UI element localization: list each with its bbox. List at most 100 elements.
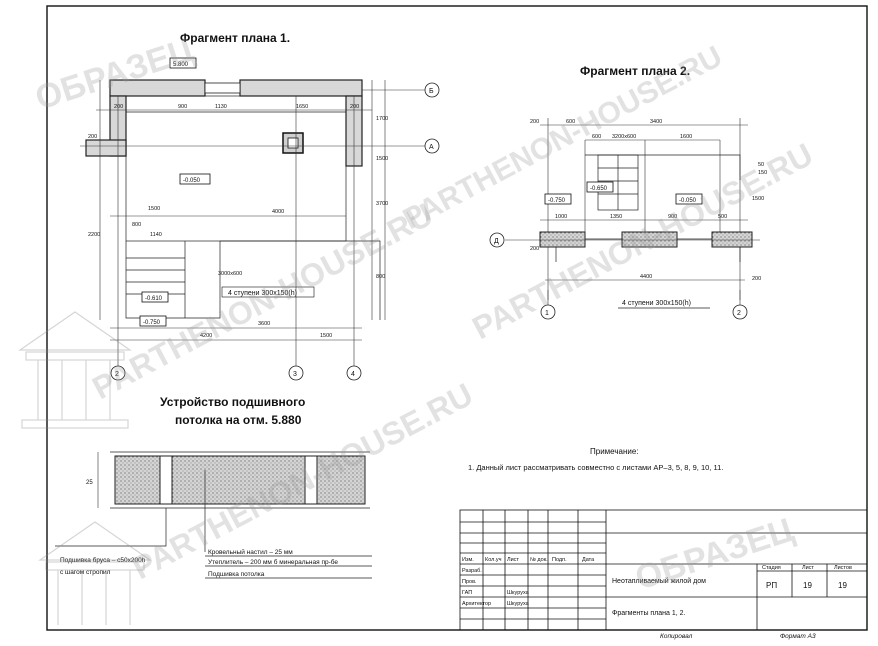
plan2-axis-2-label: 2 bbox=[737, 310, 741, 317]
plan1-dim-bottom-3: 1500 bbox=[320, 333, 332, 339]
plan1-axis-b bbox=[424, 82, 440, 98]
stamp-name-4: Шкуруха bbox=[507, 601, 530, 607]
plan2-dim-span: 4400 bbox=[640, 274, 652, 280]
plan1-wall-top-right bbox=[239, 79, 363, 97]
plan1-stair-note-box bbox=[221, 286, 315, 298]
plan1-dim-right-3: 3700 bbox=[376, 201, 388, 207]
stamp-head-koluch: Кол.уч bbox=[485, 557, 502, 563]
plan2-dim-mid-4: 500 bbox=[718, 214, 727, 220]
plan2-dim-second-1: 600 bbox=[592, 134, 601, 140]
plan1-level-mid: -0.050 bbox=[183, 178, 201, 184]
plan2-dim-side-2: 200 bbox=[752, 276, 761, 282]
plan2-axis-1 bbox=[540, 304, 556, 320]
plan2-dim-top-1: 200 bbox=[530, 119, 539, 125]
plan1-level-top-box bbox=[169, 57, 197, 69]
stamp-sheet: 19 bbox=[803, 581, 812, 590]
title-block: Изм. Кол.уч Лист № док. Подп. Дата Разра… bbox=[459, 509, 868, 631]
plan1-column-core bbox=[287, 137, 299, 149]
plan2-level-b-box bbox=[586, 181, 614, 193]
plan1-dim-inner-4: 3000х600 bbox=[218, 271, 242, 277]
plan1-dim-bottom-1: 4200 bbox=[200, 333, 212, 339]
plan1-axis-2 bbox=[110, 365, 126, 381]
stamp-head-ndok: № док. bbox=[530, 557, 548, 563]
note-heading: Примечание: bbox=[590, 447, 639, 456]
plan2-wall-mid bbox=[621, 231, 678, 248]
stamp-copied: Копировал bbox=[660, 633, 693, 640]
plan1-level-top: 5.800 bbox=[173, 62, 189, 68]
plan-1: Фрагмент плана 1. 5.800 -0.050 bbox=[80, 31, 440, 381]
plan2-dim-right-3: 1500 bbox=[752, 196, 764, 202]
plan1-dim-inner-1: 800 bbox=[132, 222, 141, 228]
ceiling-section: Устройство подшивного потолка на отм. 5.… bbox=[55, 395, 372, 579]
plan1-axis-2-label: 2 bbox=[115, 371, 119, 378]
plan2-title: Фрагмент плана 2. bbox=[580, 64, 690, 78]
ceiling-title-line1: Устройство подшивного bbox=[160, 395, 305, 409]
ceiling-beam-2 bbox=[304, 455, 318, 505]
sheet-frame bbox=[46, 5, 868, 631]
plan2-inner-outline bbox=[585, 154, 741, 180]
plan1-dim-bottom-2: 3600 bbox=[258, 321, 270, 327]
ceiling-note-beam: Подшивка бруса – с50х200h bbox=[60, 556, 146, 564]
plan2-dim-mid-1: 1000 bbox=[555, 214, 567, 220]
plan2-axis-1-label: 1 bbox=[545, 310, 549, 317]
plan2-axis-d bbox=[489, 232, 505, 248]
stamp-head-list: Лист bbox=[507, 557, 519, 563]
note-text: 1. Данный лист рассматривать совместно с… bbox=[468, 463, 723, 472]
plan1-axis-a-label: А bbox=[429, 144, 434, 151]
plan1-level-low: -0.610 bbox=[145, 296, 163, 302]
plan1-dimensions bbox=[96, 80, 386, 341]
ceiling-note-beam2: с шагом стропил bbox=[60, 569, 111, 576]
plan1-lower-outline bbox=[220, 240, 381, 320]
plan2-dim-top-2: 600 bbox=[566, 119, 575, 125]
plan1-dim-right-1: 1700 bbox=[376, 116, 388, 122]
plan1-window bbox=[204, 82, 241, 94]
plan1-wall-left-stub bbox=[85, 139, 127, 157]
plan1-level-bottom-box bbox=[139, 315, 167, 327]
plan1-axis-a bbox=[424, 138, 440, 154]
ceiling-title-line2: потолка на отм. 5.880 bbox=[175, 413, 302, 427]
plan2-dim-mid-3: 900 bbox=[668, 214, 677, 220]
plan2-axis-d-label: Д bbox=[494, 238, 499, 245]
stamp-sheet-title: Фрагменты плана 1, 2. bbox=[612, 610, 686, 617]
stamp-object: Неотапливаемый жилой дом bbox=[612, 577, 706, 585]
plan1-axis-3 bbox=[288, 365, 304, 381]
stamp-sheets-head: Листов bbox=[834, 565, 852, 571]
plan1-title: Фрагмент плана 1. bbox=[180, 31, 290, 45]
plan2-stair-note: 4 ступени 300х150(h) bbox=[622, 300, 691, 307]
plan2-axis-2 bbox=[732, 304, 748, 320]
ceiling-dim-left: 25 bbox=[86, 480, 93, 486]
plan1-dim-mid: 4000 bbox=[272, 209, 284, 215]
stamp-head-podp: Подп. bbox=[552, 557, 567, 563]
plan2-wall-right bbox=[711, 231, 753, 248]
plan2-dim-right-1: 50 bbox=[758, 162, 764, 168]
plan1-axis-3-label: 3 bbox=[293, 371, 297, 378]
plan1-dim-top-1: 200 bbox=[114, 104, 123, 110]
stamp-name-3: Шкуруха bbox=[507, 590, 530, 596]
stamp-stage: РП bbox=[766, 581, 777, 590]
plan2-dim-second-2: 3200х600 bbox=[612, 134, 636, 140]
plan1-dim-top-5: 200 bbox=[350, 104, 359, 110]
stamp-role-4: Архитектор bbox=[462, 601, 491, 607]
plan2-level-a: -0.750 bbox=[548, 198, 566, 204]
stamp-format: Формат А3 bbox=[780, 633, 816, 640]
plan1-stair-note: 4 ступени 300х150(h) bbox=[228, 290, 297, 297]
plan1-dim-left-2: 2200 bbox=[88, 232, 100, 238]
plan1-axis-4-label: 4 bbox=[351, 371, 355, 378]
plan2-dim-side-1: 200 bbox=[530, 246, 539, 252]
plan2-dim-mid-2: 1350 bbox=[610, 214, 622, 220]
plan1-dim-right-2: 1500 bbox=[376, 156, 388, 162]
plan2-level-c-box bbox=[675, 193, 703, 205]
ceiling-insulation bbox=[114, 455, 366, 505]
stamp-role-3: ГАП bbox=[462, 590, 472, 596]
ceiling-note-layer-1: Кровельный настил – 25 мм bbox=[208, 548, 293, 556]
plan2-dim-right-2: 150 bbox=[758, 170, 767, 176]
plan1-dim-inner-3: 1140 bbox=[150, 232, 162, 238]
plan1-level-low-box bbox=[141, 291, 169, 303]
plan1-dim-top-3: 1130 bbox=[215, 104, 227, 110]
ceiling-note-layer-2: Утеплитель – 200 мм б минеральная пр-бе bbox=[208, 558, 338, 566]
plan2-dim-second-3: 1600 bbox=[680, 134, 692, 140]
plan1-dim-top-4: 1650 bbox=[296, 104, 308, 110]
plan2-level-b: -0.650 bbox=[590, 186, 608, 192]
